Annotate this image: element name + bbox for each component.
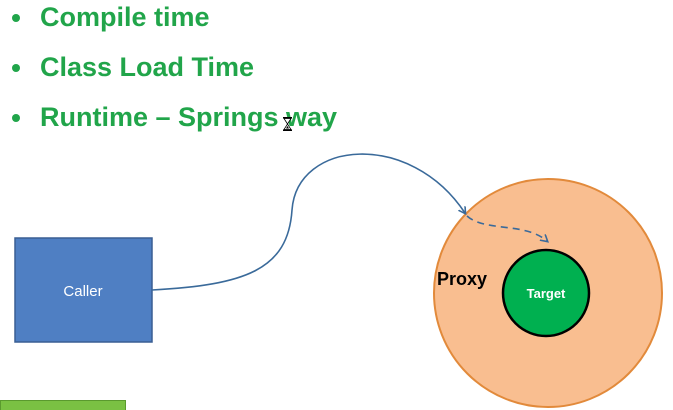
target-circle [501, 248, 591, 338]
bullet-item: Class Load Time [12, 52, 254, 83]
bullet-text: Compile time [40, 2, 210, 32]
target-label: Target [527, 286, 566, 301]
call-arrow [151, 153, 465, 291]
bullet-dot-icon [12, 13, 20, 22]
caller-label: Caller [63, 283, 102, 300]
slide-nav-tab[interactable] [0, 400, 126, 410]
bullet-item: Compile time [12, 2, 210, 33]
bullet-dot-icon [12, 113, 20, 122]
delegate-arrow [466, 215, 547, 241]
hourglass-icon [283, 117, 292, 131]
proxy-label: Proxy [437, 269, 487, 289]
bullet-dot-icon [12, 63, 20, 72]
bullet-text: Class Load Time [40, 52, 255, 82]
